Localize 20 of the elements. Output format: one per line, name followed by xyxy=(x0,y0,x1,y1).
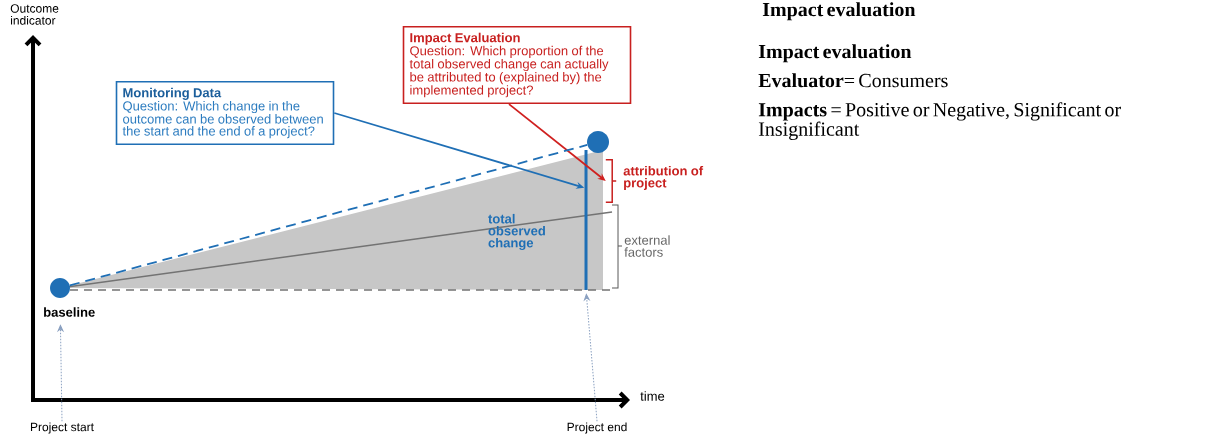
brace xyxy=(605,159,617,203)
axis-label: time xyxy=(640,391,665,401)
axis-label: Project start xyxy=(31,422,94,434)
annotation: baseline xyxy=(44,307,95,317)
heading: Impact evaluation xyxy=(758,44,912,63)
annotation: total observed change xyxy=(488,213,545,251)
arrow xyxy=(508,103,606,181)
heading: Impact evaluation xyxy=(762,2,916,21)
data-point xyxy=(50,278,70,298)
question-box: Monitoring Data Question: Which change in the outcome can be observed between the start and the end of a project? xyxy=(115,81,335,145)
axis-label: Outcome indicator xyxy=(10,4,59,25)
text-line: Impacts = Positive or Negative, Significant or Insignificant xyxy=(758,102,1121,140)
arrow xyxy=(584,293,598,422)
axis-label: Project end xyxy=(567,422,627,434)
arrow xyxy=(57,324,64,422)
question-box: Impact Evaluation Question: Which proportion of the total observed change can actually be attributed to (explained by) the implemented project? xyxy=(402,25,632,105)
text-line: Evaluator= Consumers xyxy=(758,73,948,88)
data-point xyxy=(587,131,609,153)
annotation: external factors xyxy=(624,235,670,257)
annotation: attribution of project xyxy=(623,165,704,191)
